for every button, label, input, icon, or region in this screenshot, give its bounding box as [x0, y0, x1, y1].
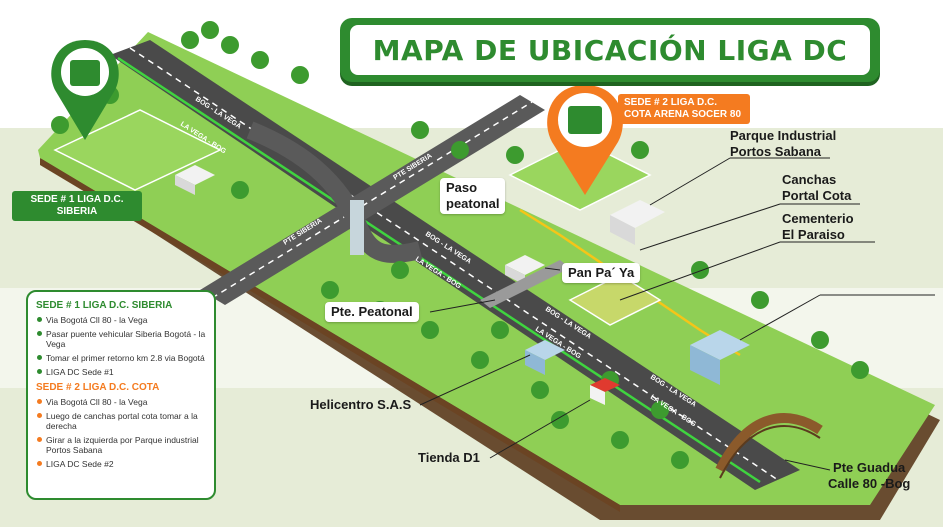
list-item: Girar a la izquierda por Parque industri…: [36, 435, 206, 455]
list-item: Pasar puente vehicular Siberia Bogotá - …: [36, 329, 206, 349]
callout-cementerio: Cementerio El Paraiso: [782, 211, 854, 242]
callout-paso-peatonal: Paso peatonal: [440, 178, 506, 214]
location-pin-icon: [51, 40, 119, 140]
football-field-sede1: [53, 109, 222, 191]
legend-sede1-title: SEDE # 1 LIGA D.C. SIBERIA: [36, 300, 173, 311]
callout-pan-paya: Pan Pa´ Ya: [562, 263, 641, 283]
overpass-pillar: [350, 200, 364, 255]
building-icon: [175, 165, 750, 405]
highway-median: [129, 47, 779, 481]
legend-sede2-steps: Via Bogotá Cll 80 - la Vega Luego de can…: [36, 397, 206, 469]
map-ground-edge: [40, 158, 620, 512]
cross-road-median: [211, 101, 533, 299]
list-item: Via Bogotá Cll 80 - la Vega: [36, 315, 206, 325]
page-title: MAPA DE UBICACIÓN LIGA DC: [372, 33, 848, 67]
callout-tienda-d1: Tienda D1: [418, 450, 480, 465]
club-crest-icon: [568, 106, 602, 134]
callout-pte-peatonal: Pte. Peatonal: [325, 302, 419, 322]
list-item: Via Bogotá Cll 80 - la Vega: [36, 397, 206, 407]
callout-pte-guadua: Pte Guadua Calle 80 -Bog: [828, 460, 911, 491]
sede1-tag: SEDE # 1 LIGA D.C. SIBERIA: [12, 191, 142, 221]
sede2-tag: SEDE # 2 LIGA D.C. COTA ARENA SOCER 80: [618, 94, 750, 124]
tree-icon: [51, 21, 869, 469]
callout-helicentro: Helicentro S.A.S: [310, 397, 412, 412]
club-crest-icon: [70, 60, 100, 86]
callout-lines: [419, 157, 935, 471]
route-legend: SEDE # 1 LIGA D.C. SIBERIA Via Bogotá Cl…: [26, 290, 216, 500]
bridge-icon: [715, 413, 823, 473]
legend-sede1-steps: Via Bogotá Cll 80 - la Vega Pasar puente…: [36, 315, 206, 377]
list-item: LIGA DC Sede #2: [36, 459, 206, 469]
list-item: Luego de canchas portal cota tomar a la …: [36, 411, 206, 431]
callout-parque-industrial: Parque Industrial Portos Sabana: [730, 128, 837, 159]
title-banner: MAPA DE UBICACIÓN LIGA DC: [340, 18, 880, 82]
pedestrian-bridge: [480, 260, 570, 308]
football-field-portal-cota: [568, 274, 662, 326]
callout-canchas-portal-cota: Canchas Portal Cota: [782, 172, 852, 203]
list-item: LIGA DC Sede #1: [36, 367, 206, 377]
location-pin-icon: [547, 85, 623, 195]
list-item: Tomar el primer retorno km 2.8 via Bogot…: [36, 353, 206, 363]
legend-sede2-title: SEDE # 2 LIGA D.C. COTA: [36, 382, 160, 393]
